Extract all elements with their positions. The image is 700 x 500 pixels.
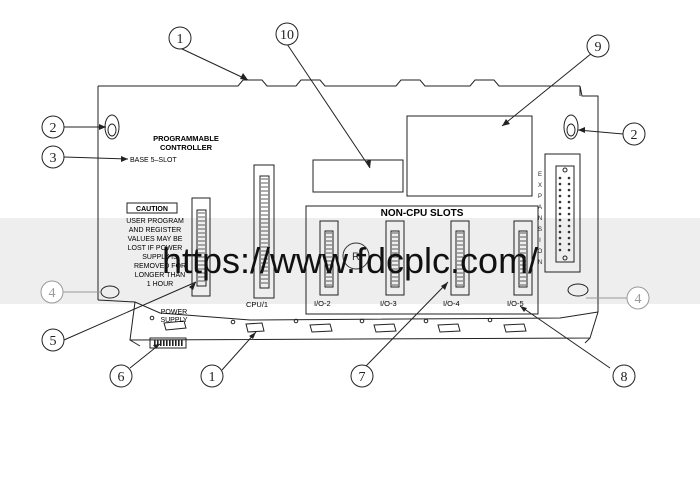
module-latches: [163, 320, 527, 333]
expansion-letter: P: [538, 194, 542, 200]
svg-text:1: 1: [177, 32, 184, 47]
callout-10: 10: [275, 22, 299, 46]
right-bottom-mount-hole: [567, 283, 589, 297]
callout-9: 9: [586, 34, 610, 58]
caution-line-8: 1 HOUR: [147, 281, 173, 288]
power-supply-connector: [191, 197, 211, 297]
caution-text: USER PROGRAM AND REGISTER VALUES MAY BE …: [126, 218, 186, 288]
module-screw-holes: [149, 315, 493, 325]
latch-io-4: [437, 323, 461, 333]
controller-title-line1: PROGRAMMABLE: [153, 134, 219, 143]
svg-text:2: 2: [50, 121, 57, 136]
svg-text:2: 2: [631, 128, 638, 143]
expansion-letter: X: [538, 183, 542, 189]
svg-text:7: 7: [359, 370, 366, 385]
caution-line-5: SUPPLY IS: [142, 254, 178, 261]
expansion-letter: S: [538, 227, 542, 233]
expansion-letter: I: [539, 238, 541, 244]
caution-line-6: REMOVED FOR: [134, 263, 186, 270]
caution-line-1: USER PROGRAM: [126, 218, 184, 225]
io-slot-4-label: I/O-4: [443, 299, 460, 308]
io-slot-3-connector: [385, 220, 405, 296]
leader-arrowheads: [99, 73, 585, 349]
callout-4-right: 4: [626, 286, 650, 310]
expansion-letter: A: [538, 205, 542, 211]
io-slot-5-connector: [513, 220, 533, 296]
power-supply-label-line2: SUPPLY: [160, 317, 187, 324]
callout-6: 6: [109, 364, 133, 388]
cpu-slot-connector: [253, 164, 275, 299]
io-slot-2-connector: [319, 220, 339, 296]
right-top-mount-hole: [563, 114, 579, 140]
expansion-letter: E: [538, 172, 542, 178]
non-cpu-slot-area: [305, 205, 539, 315]
callout-1-top: 1: [168, 26, 192, 50]
expansion-connector: [544, 153, 581, 273]
leader-lines: [63, 43, 627, 371]
callout-2-left: 2: [41, 115, 65, 139]
svg-text:6: 6: [118, 370, 125, 385]
caution-line-3: VALUES MAY BE: [128, 236, 183, 243]
controller-title-line2: CONTROLLER: [160, 143, 213, 152]
certification-mark-glyph: R: [352, 251, 360, 263]
label-area-large: [406, 115, 533, 197]
power-terminal-block: [149, 337, 187, 349]
caution-line-7: LONGER THAN: [135, 272, 185, 279]
latch-io-5: [503, 323, 527, 333]
watermark-url: https://www.fdcplc.com/: [162, 240, 538, 281]
svg-text:1: 1: [209, 370, 216, 385]
svg-text:8: 8: [621, 370, 628, 385]
cpu-slot-label: CPU/1: [246, 300, 268, 309]
callout-8: 8: [612, 364, 636, 388]
callouts: 1 2 2 3 4 4 5 6 1 7 8 9 10: [40, 22, 650, 388]
io-slot-2-label: I/O-2: [314, 299, 331, 308]
label-area-small: [312, 159, 404, 193]
io-slot-3-label: I/O-3: [380, 299, 397, 308]
caution-box: [126, 202, 178, 214]
certification-mark-icon: [342, 242, 370, 270]
callout-5: 5: [41, 328, 65, 352]
non-cpu-slots-header: NON-CPU SLOTS: [381, 208, 464, 219]
caution-line-4: LOST IF POWER: [128, 245, 183, 252]
base-model-label: BASE 5–SLOT: [130, 157, 177, 164]
caution-line-2: AND REGISTER: [129, 227, 182, 234]
svg-text:4: 4: [635, 292, 642, 307]
svg-text:4: 4: [49, 286, 56, 301]
callout-7: 7: [350, 364, 374, 388]
caution-heading: CAUTION: [136, 206, 168, 213]
expansion-letter: N: [538, 260, 542, 266]
expansion-letter: O: [538, 249, 543, 255]
latch-power-supply: [163, 320, 187, 331]
callout-4-left: 4: [40, 280, 64, 304]
latch-io-2: [309, 323, 333, 333]
io-slot-4-connector: [450, 220, 470, 296]
chassis: [97, 79, 599, 347]
callout-1-bottom: 1: [200, 364, 224, 388]
watermark-band: [0, 218, 700, 304]
io-slot-5-label: I/O-5: [507, 299, 524, 308]
svg-text:5: 5: [50, 334, 57, 349]
latch-io-3: [373, 323, 397, 333]
svg-text:9: 9: [595, 40, 602, 55]
callout-2-right: 2: [622, 122, 646, 146]
callout-3: 3: [41, 145, 65, 169]
expansion-letter: N: [538, 216, 542, 222]
svg-text:3: 3: [50, 151, 57, 166]
svg-text:10: 10: [280, 28, 294, 43]
left-top-mount-hole: [104, 114, 120, 140]
latch-cpu: [245, 322, 265, 333]
power-supply-label-line1: POWER: [161, 309, 187, 316]
